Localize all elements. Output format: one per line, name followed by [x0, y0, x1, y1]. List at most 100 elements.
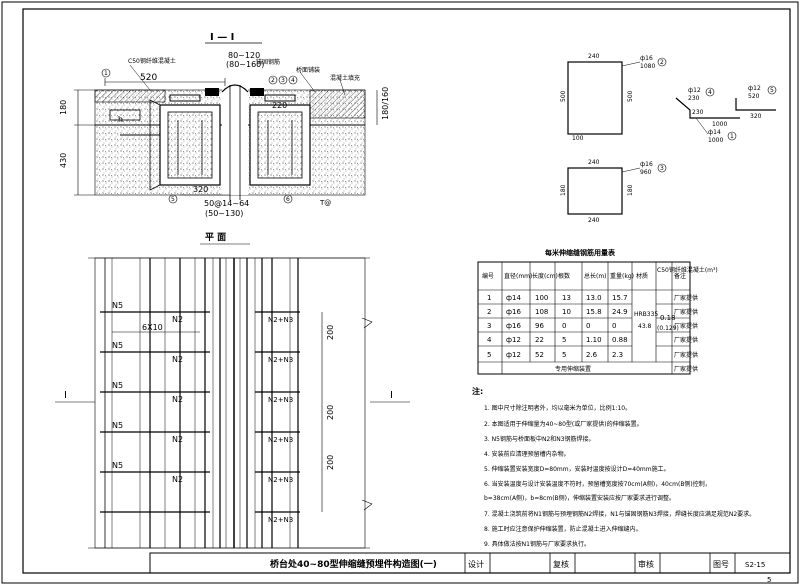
- shape2-bottom: 240: [588, 217, 600, 224]
- notes-heading: 注:: [472, 386, 483, 396]
- shape1-bottom: 100: [572, 135, 584, 142]
- label-c50: C50钢纤维混凝土: [128, 57, 176, 65]
- plan-n2-4: N2: [172, 435, 183, 444]
- note-item-3: 3. N5钢筋与桥面板中N2和N3钢筋焊接。: [484, 435, 595, 443]
- table-cell-r1-c2: 108: [535, 308, 548, 316]
- plan-spacing: 6X10: [142, 323, 163, 332]
- plan-dim-200-3: 200: [326, 455, 335, 470]
- table-cell-r2-c1: ф16: [506, 322, 521, 330]
- dim-520: 520: [140, 73, 157, 83]
- plan-n5-4: N5: [112, 421, 123, 430]
- table-cell-r2-c0: 3: [487, 322, 491, 330]
- shape3-a-bottom: 230: [688, 95, 700, 102]
- plan-dim-200-2: 200: [326, 405, 335, 420]
- table-cell-r3-c8: 厂家提供: [674, 336, 698, 344]
- concrete-volume: 0.18: [660, 314, 676, 322]
- tb-review: 复核: [553, 559, 569, 569]
- circle-num-2: 2: [271, 77, 275, 84]
- plan-n2-2: N2: [172, 355, 183, 364]
- table-cell-r2-c3: 0: [562, 322, 566, 330]
- shape1-right: 500: [627, 90, 634, 102]
- shape1-tag-top: ф16: [640, 55, 653, 62]
- table-title: 每米伸缩缝钢筋用量表: [545, 248, 616, 257]
- note-item-10: 9. 具体做法按N1钢筋与厂家要求执行。: [484, 540, 590, 548]
- dim-gap-top-paren: (80~160): [226, 60, 264, 69]
- table-cell-r4-c5: 2.3: [612, 351, 623, 359]
- th-3: 根数: [558, 272, 570, 280]
- note-item-4: 4. 安装前应清理预留槽内杂物。: [484, 450, 570, 458]
- shape1-left: 500: [560, 90, 567, 102]
- shape3-a-top: ф12: [688, 87, 701, 94]
- table-cell-r3-c4: 1.10: [586, 336, 602, 344]
- th-0: 编号: [482, 272, 494, 280]
- note-item-7: b=38cm(A侧)，b=8cm(B侧)，伸缩装置安装应按厂家要求进行调整。: [484, 494, 675, 502]
- plan-marker-left: I: [64, 390, 67, 401]
- dim-320: 320: [193, 185, 208, 194]
- table-cell-r1-c4: 15.8: [586, 308, 602, 316]
- shape3-a-mid: 230: [692, 109, 704, 116]
- shape1-tag-bottom: 1080: [640, 63, 655, 70]
- plan-n2-3: N2: [172, 395, 183, 404]
- note-item-9: 8. 施工时应注意保护伸缩装置，防止混凝土进入伸缩缝内。: [484, 525, 642, 533]
- table-cell-r0-c0: 1: [487, 294, 491, 302]
- shape3-b-num: 5: [770, 87, 774, 94]
- table-footer-note: 厂家提供: [674, 365, 698, 373]
- note-item-2: 2. 本图适用于伸缩量为40~80型(或厂家提供)的伸缩装置。: [484, 420, 643, 428]
- plan-n2n3-6: N2+N3: [268, 516, 293, 524]
- plan-n5-2: N5: [112, 341, 123, 350]
- title-block: 桥台处40~80型伸缩缝预埋件构造图(一) 设计 复核 审核 图号 S2-15 …: [149, 552, 791, 584]
- shape2-top: 240: [588, 159, 600, 166]
- plan-n2n3-4: N2+N3: [268, 436, 293, 444]
- mark-t: T@: [319, 199, 331, 207]
- table-cell-r1-c0: 2: [487, 308, 491, 316]
- tb-sheet-value: S2-15: [745, 561, 765, 569]
- table-cell-r3-c5: 0.88: [612, 336, 628, 344]
- shape1-num: 2: [660, 59, 664, 66]
- dim-gap-top: 80~120: [228, 51, 260, 60]
- shape3-c-right: 320: [750, 113, 762, 120]
- dim-180-left: 180: [59, 100, 68, 115]
- tb-page-mark: 5: [767, 576, 771, 584]
- section-view: I — I 520 80~: [59, 32, 390, 218]
- th-5: 重量(kg): [610, 272, 634, 280]
- section-title: I — I: [210, 32, 234, 43]
- plan-dim-200-1: 200: [326, 325, 335, 340]
- item-numbers: 1 2 3 4 5 6: [101, 68, 298, 204]
- note-item-5: 5. 伸缩装置安装宽度D=80mm，安装时温度按设计D=40mm施工。: [484, 465, 670, 473]
- material-name: HRB335: [634, 311, 658, 318]
- table-cell-r2-c5: 0: [612, 322, 616, 330]
- plan-n2n3-5: N2+N3: [268, 476, 293, 484]
- shape2-right: 180: [627, 184, 634, 196]
- shape3-c-mid: 1000: [712, 121, 727, 128]
- table-cell-r1-c1: ф16: [506, 308, 521, 316]
- table-cell-r3-c2: 22: [535, 336, 544, 344]
- label-deck: 桥面铺装: [296, 66, 320, 74]
- plan-n2n3-2: N2+N3: [268, 356, 293, 364]
- label-fill: 混凝土填充: [330, 74, 360, 82]
- dim-220: 220: [272, 101, 287, 110]
- circle-num-4: 4: [291, 77, 295, 84]
- mark-h: h: [118, 115, 123, 124]
- circle-num-3: 3: [281, 77, 285, 84]
- table-cell-r0-c2: 100: [535, 294, 548, 302]
- table-cell-r1-c3: 10: [562, 308, 571, 316]
- table-cell-r2-c8: 厂家提供: [674, 322, 698, 330]
- tb-sheet: 图号: [713, 560, 729, 569]
- table-cell-r0-c5: 15.7: [612, 294, 628, 302]
- plan-n5-5: N5: [112, 461, 123, 470]
- plan-n5-3: N5: [112, 381, 123, 390]
- table-cell-r4-c3: 5: [562, 351, 566, 359]
- material-total: 43.8: [638, 323, 652, 330]
- circle-num-1: 1: [104, 70, 108, 77]
- dim-gap-bottom-paren: (50~130): [205, 209, 243, 218]
- concrete-volume-paren: (0.129): [657, 325, 679, 332]
- shape3-c-bottom: 1000: [708, 137, 723, 144]
- circle-num-6: 6: [286, 196, 290, 203]
- note-item-6: 6. 当安装温度与设计安装温度不符时，预留槽宽度按70cm(A侧)，40cm(B…: [484, 480, 711, 488]
- table-cell-r4-c0: 5: [487, 351, 491, 359]
- tb-approve: 审核: [638, 559, 654, 569]
- tb-design: 设计: [468, 559, 484, 569]
- notes: 注: 1. 图中尺寸除注明者外，均以毫米为单位，比例1:10。2. 本图适用于伸…: [472, 386, 755, 548]
- table-cell-r0-c4: 13.0: [586, 294, 602, 302]
